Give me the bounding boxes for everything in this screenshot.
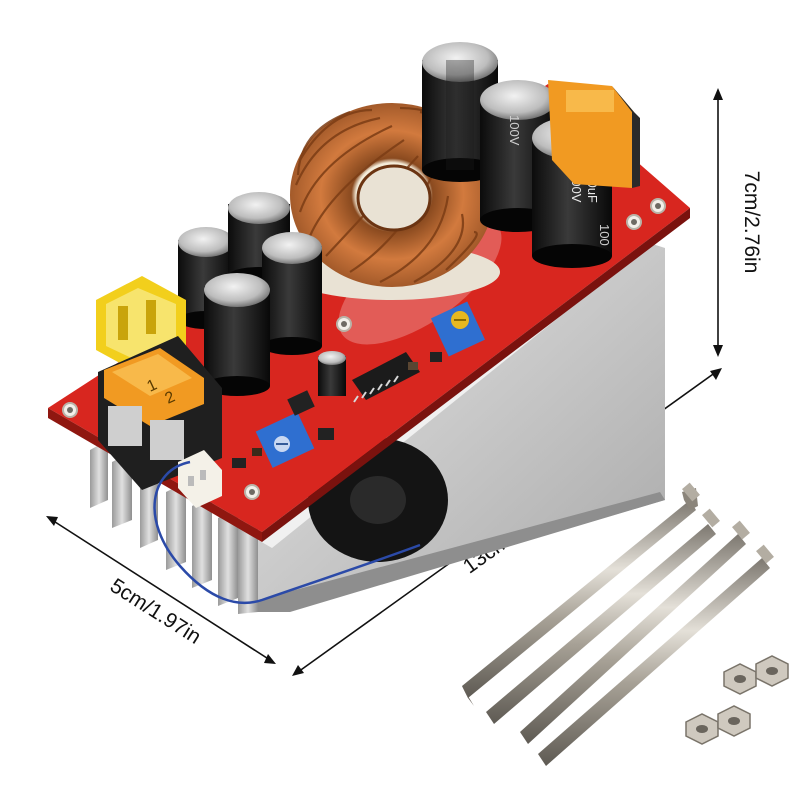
hex-nut-2: [755, 655, 789, 687]
cap3-voltage-2: 100: [597, 224, 612, 246]
hex-nut-3: [685, 713, 719, 745]
width-label: 5cm/1.97in: [106, 574, 205, 649]
terminal-block-right: [548, 80, 640, 188]
hex-nut-1: [723, 663, 757, 695]
capacitor-small-4: [204, 273, 270, 396]
standoff-4: [538, 544, 774, 766]
potentiometer-1: [255, 412, 315, 468]
potentiometer-2: [430, 301, 486, 357]
standoff-3: [520, 520, 750, 744]
dimension-height: 7cm/2.76in: [713, 88, 763, 357]
small-electrolytic-cap: [318, 351, 346, 396]
standoff-2: [486, 508, 720, 724]
capacitor-small-3: [262, 232, 322, 355]
cap2-voltage: 100V: [507, 115, 522, 146]
hex-nut-4: [717, 705, 751, 737]
fan-connector: [178, 450, 222, 508]
ic-chip: [352, 352, 420, 403]
standoff-1: [462, 482, 700, 706]
smd-components: [232, 352, 442, 468]
terminal-block-left: 1 2: [98, 336, 222, 490]
fan-wire: [153, 460, 421, 605]
heatsink-fins: [90, 440, 258, 614]
height-label: 7cm/2.76in: [740, 171, 763, 274]
